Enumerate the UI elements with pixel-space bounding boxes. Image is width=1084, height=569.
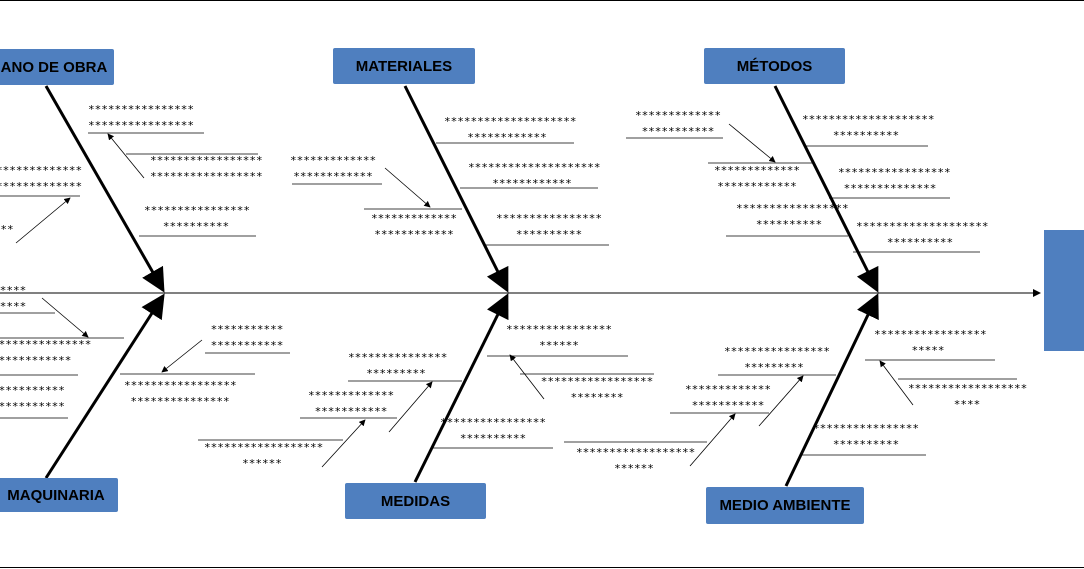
- cause-text: **************************: [813, 422, 919, 451]
- cause-text: *************************: [370, 212, 458, 241]
- cause-text: *******************************: [838, 166, 951, 195]
- cause-text: ********************************: [88, 103, 194, 132]
- bone-maquinaria: [44, 293, 165, 479]
- cause-text: ************************: [684, 383, 772, 412]
- cause-text: ************************: [348, 351, 448, 380]
- bone-medio-ambiente: [784, 293, 879, 487]
- cause-text: **********************: [874, 328, 987, 357]
- cause-text: *************************: [724, 345, 830, 374]
- category-medidas: MEDIDAS: [345, 483, 486, 519]
- category-metodos: MÉTODOS: [704, 48, 845, 84]
- category-maquinaria: MAQUINARIA: [0, 478, 118, 512]
- effect-head-box: [1044, 230, 1084, 351]
- cause-text: *************************: [290, 154, 377, 183]
- cause-text: **********************************: [150, 154, 263, 183]
- cause-text: **********************: [0, 384, 65, 413]
- cause-text: ********************************: [444, 115, 577, 144]
- cause-text: **: [0, 223, 14, 236]
- bone-metodos: [773, 85, 879, 293]
- cause-text: ***************************: [736, 202, 849, 231]
- cause-text: **********************: [210, 323, 284, 352]
- bone-materiales: [403, 85, 509, 293]
- top-border: [0, 0, 1084, 1]
- cause-text: ********: [0, 284, 27, 313]
- cause-text: ************************: [204, 441, 324, 470]
- cause-text: ********************************: [124, 379, 237, 408]
- category-mano-de-obra: ANO DE OBRA: [0, 49, 114, 85]
- category-medio-ambiente: MEDIO AMBIENTE: [706, 487, 864, 524]
- cause-text: ******************************: [856, 220, 989, 249]
- cause-text: ********************************: [468, 161, 601, 190]
- cause-text: ************************: [308, 389, 395, 418]
- cause-text: ************************: [634, 109, 722, 138]
- cause-text: **************************: [0, 164, 83, 193]
- cause-text: *************************: [540, 375, 654, 404]
- cause-text: **************************: [496, 212, 602, 241]
- cause-text: **************************: [0, 338, 92, 367]
- cause-text: **************************: [144, 204, 250, 233]
- category-materiales: MATERIALES: [333, 48, 475, 84]
- cause-text: ************************: [576, 446, 696, 475]
- cause-text: **********************: [506, 323, 612, 352]
- bottom-border: [0, 567, 1084, 568]
- cause-text: ******************************: [802, 113, 935, 142]
- cause-text: **************************: [440, 416, 546, 445]
- bone-medidas: [413, 293, 509, 483]
- cause-text: **********************: [908, 382, 1028, 411]
- bone-mano-de-obra: [44, 85, 165, 293]
- cause-text: *************************: [713, 164, 801, 193]
